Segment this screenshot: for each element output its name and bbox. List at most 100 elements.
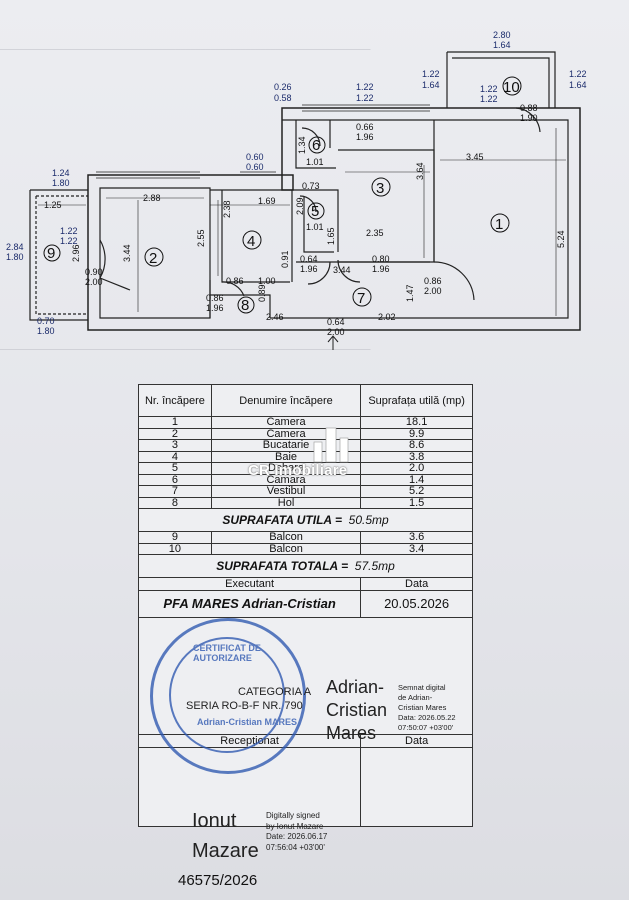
stamp-category: CATEGORIA A (238, 686, 312, 698)
col-header-area: Suprafața utilă (mp) (360, 384, 473, 417)
total-area-row: SUPRAFATA TOTALA = 57.5mp (138, 554, 473, 578)
dim-label: 1.22 (480, 84, 498, 94)
dim-label: 2.84 (6, 242, 24, 252)
executant-header: Executant (137, 577, 362, 591)
dim-label: 1.01 (306, 222, 324, 232)
dim-label: 0.73 (302, 181, 320, 191)
room-number: 1 (495, 216, 503, 233)
room-number: 8 (241, 297, 249, 314)
dim-label: 0.26 (274, 82, 292, 92)
dim-label: 2.38 (222, 200, 232, 218)
faint-text: ________________________________________… (0, 40, 371, 50)
room-number: 5 (311, 203, 319, 220)
col-header-nr: Nr. încăpere (138, 384, 212, 417)
dim-label: 1.01 (306, 157, 324, 167)
signature-b-details: Digitally signed by Ionut Mazare Date: 2… (266, 811, 328, 852)
dim-label: 2.02 (378, 312, 396, 322)
dim-label: 2.35 (366, 228, 384, 238)
dim-label: 1.22 (356, 82, 374, 92)
dim-label: 1.69 (258, 196, 276, 206)
dim-label: 1.80 (37, 326, 55, 336)
useful-area-row: SUPRAFATA UTILA = 50.5mp (138, 508, 473, 532)
dim-label: 2.88 (143, 193, 161, 203)
dim-label: 3.64 (415, 162, 425, 180)
signature-a-name: Adrian- Cristian Mares (326, 677, 388, 743)
dim-label: 1.64 (569, 80, 587, 90)
signature-a-details: Semnat digital de Adrian- Cristian Mares… (398, 683, 456, 732)
floor-plan: 1 2 3 4 5 6 7 8 9 10 2.80 1.64 1.22 1.64… (6, 30, 587, 350)
dim-label: 3.44 (333, 265, 351, 275)
faint-text: ________________________________________… (0, 340, 371, 350)
dim-label: 0.58 (274, 93, 292, 103)
dim-label: 0.86 (206, 293, 224, 303)
dim-label: 0.70 (37, 316, 55, 326)
dim-label: 0.80 (372, 254, 390, 264)
dim-label: 2.80 (493, 30, 511, 40)
dim-label: 2.55 (196, 229, 206, 247)
stamp-text: Adrian-Cristian MARES (197, 717, 298, 727)
executant-date: 20.05.2026 (360, 590, 473, 618)
dim-label: 1.96 (300, 264, 318, 274)
dim-label: 1.00 (258, 276, 276, 286)
dim-label: 2.46 (266, 312, 284, 322)
dim-label: 1.22 (60, 236, 78, 246)
unit: mp (378, 558, 395, 573)
dim-label: 1.65 (326, 227, 336, 245)
dim-label: 0.60 (246, 162, 264, 172)
dim-label: 1.22 (356, 93, 374, 103)
useful-area-value: 50.5 (348, 512, 373, 527)
dim-label: 0.86 (424, 276, 442, 286)
room-number: 6 (312, 137, 320, 154)
dim-label: 3.44 (122, 244, 132, 262)
dim-label: 1.64 (493, 40, 511, 50)
dim-label: 0.86 (226, 276, 244, 286)
dim-label: 1.80 (52, 178, 70, 188)
dim-label: 0.90 (85, 267, 103, 277)
dim-label: 5.24 (556, 230, 566, 248)
dim-label: 0.66 (356, 122, 374, 132)
dim-label: 1.64 (422, 80, 440, 90)
room-number: 3 (376, 180, 384, 197)
dim-label: 1.34 (297, 136, 307, 154)
dim-label: 3.45 (466, 152, 484, 162)
dim-label: 1.96 (372, 264, 390, 274)
dim-label: 0.88 (520, 103, 538, 113)
signature-b-name: Ionut Mazare (192, 810, 259, 862)
room-number: 2 (149, 250, 157, 267)
dim-label: 0.64 (327, 317, 345, 327)
dim-label: 1.25 (44, 200, 62, 210)
dim-label: 1.22 (60, 226, 78, 236)
dim-label: 0.60 (246, 152, 264, 162)
dim-label: 2.96 (71, 244, 81, 262)
dim-label: 1.90 (520, 113, 538, 123)
dim-label: 2.00 (424, 286, 442, 296)
dim-label: 1.22 (422, 69, 440, 79)
dim-label: 2.09 (295, 197, 305, 215)
dim-label: 1.96 (206, 303, 224, 313)
dim-label: 1.96 (356, 132, 374, 142)
watermark-logo (313, 427, 349, 463)
dim-label: 1.22 (480, 94, 498, 104)
room-number: 7 (357, 290, 365, 307)
dim-label: 2.00 (327, 327, 345, 337)
useful-area-label: SUPRAFATA UTILA = (222, 512, 342, 527)
room-number: 9 (47, 245, 55, 262)
unit: mp (372, 512, 389, 527)
col-header-name: Denumire încăpere (210, 384, 362, 417)
authorization-stamp: CERTIFICAT DE AUTORIZARE Adrian-Cristian… (150, 618, 306, 774)
dim-label: 0.64 (300, 254, 318, 264)
document-number: 46575/2026 (178, 872, 258, 889)
dim-label: 1.22 (569, 69, 587, 79)
total-area-label: SUPRAFATA TOTALA = (216, 558, 349, 573)
watermark-text: CR Imobiliare (248, 462, 348, 479)
dim-label: 1.80 (6, 252, 24, 262)
dim-label: 0.91 (280, 250, 290, 268)
data-header: Data (360, 577, 473, 591)
